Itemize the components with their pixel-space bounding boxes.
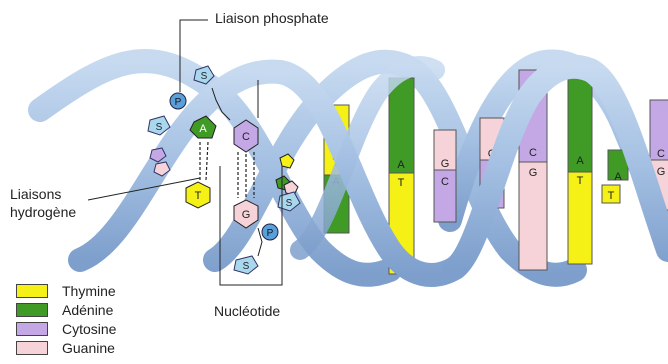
legend-item-guanine: Guanine xyxy=(16,338,116,357)
sugar-letter: S xyxy=(156,122,163,133)
phosphate-link-label: Liaison phosphate xyxy=(215,10,329,26)
base-letter: C xyxy=(441,176,449,188)
legend-swatch xyxy=(16,303,48,317)
legend-item-thymine: Thymine xyxy=(16,281,116,300)
sugar-letter: S xyxy=(286,198,293,209)
base-letter: G xyxy=(441,158,450,170)
legend-label: Cytosine xyxy=(62,321,116,337)
sugar-letter: S xyxy=(201,71,208,82)
hydrogen-bond xyxy=(206,142,208,180)
hydrogen-links-label-line2: hydrogène xyxy=(10,204,76,220)
legend-item-adenine: Adénine xyxy=(16,300,116,319)
base-letter: G xyxy=(529,167,538,179)
hydrogen-links-label-line1: Liaisons xyxy=(10,186,61,202)
phosphate-letter: P xyxy=(267,228,274,239)
legend-label: Adénine xyxy=(62,302,113,318)
base-letter: T xyxy=(608,190,615,202)
base-letter: A xyxy=(397,159,405,171)
sugar-letter: S xyxy=(243,261,250,272)
base-legend: Thymine Adénine Cytosine Guanine xyxy=(16,281,116,357)
legend-swatch xyxy=(16,284,48,298)
legend-label: Guanine xyxy=(62,340,115,356)
thymine-letter: T xyxy=(195,190,202,202)
phosphate-letter: P xyxy=(175,97,182,108)
legend-label: Thymine xyxy=(62,283,116,299)
base-letter: T xyxy=(398,177,405,189)
adenine-letter: A xyxy=(199,123,207,135)
guanine-letter: G xyxy=(242,209,251,221)
legend-swatch xyxy=(16,341,48,355)
legend-item-cytosine: Cytosine xyxy=(16,319,116,338)
nucleotide-skeleton xyxy=(258,228,262,256)
legend-swatch xyxy=(16,322,48,336)
cytosine-letter: C xyxy=(242,131,250,143)
base-letter: T xyxy=(577,175,584,187)
base-letter: G xyxy=(657,166,666,178)
base-letter: A xyxy=(576,155,584,167)
base-letter: C xyxy=(529,147,537,159)
nucleotide-label: Nucléotide xyxy=(214,303,280,319)
base-letter: A xyxy=(614,171,622,183)
base-letter: C xyxy=(657,148,665,160)
